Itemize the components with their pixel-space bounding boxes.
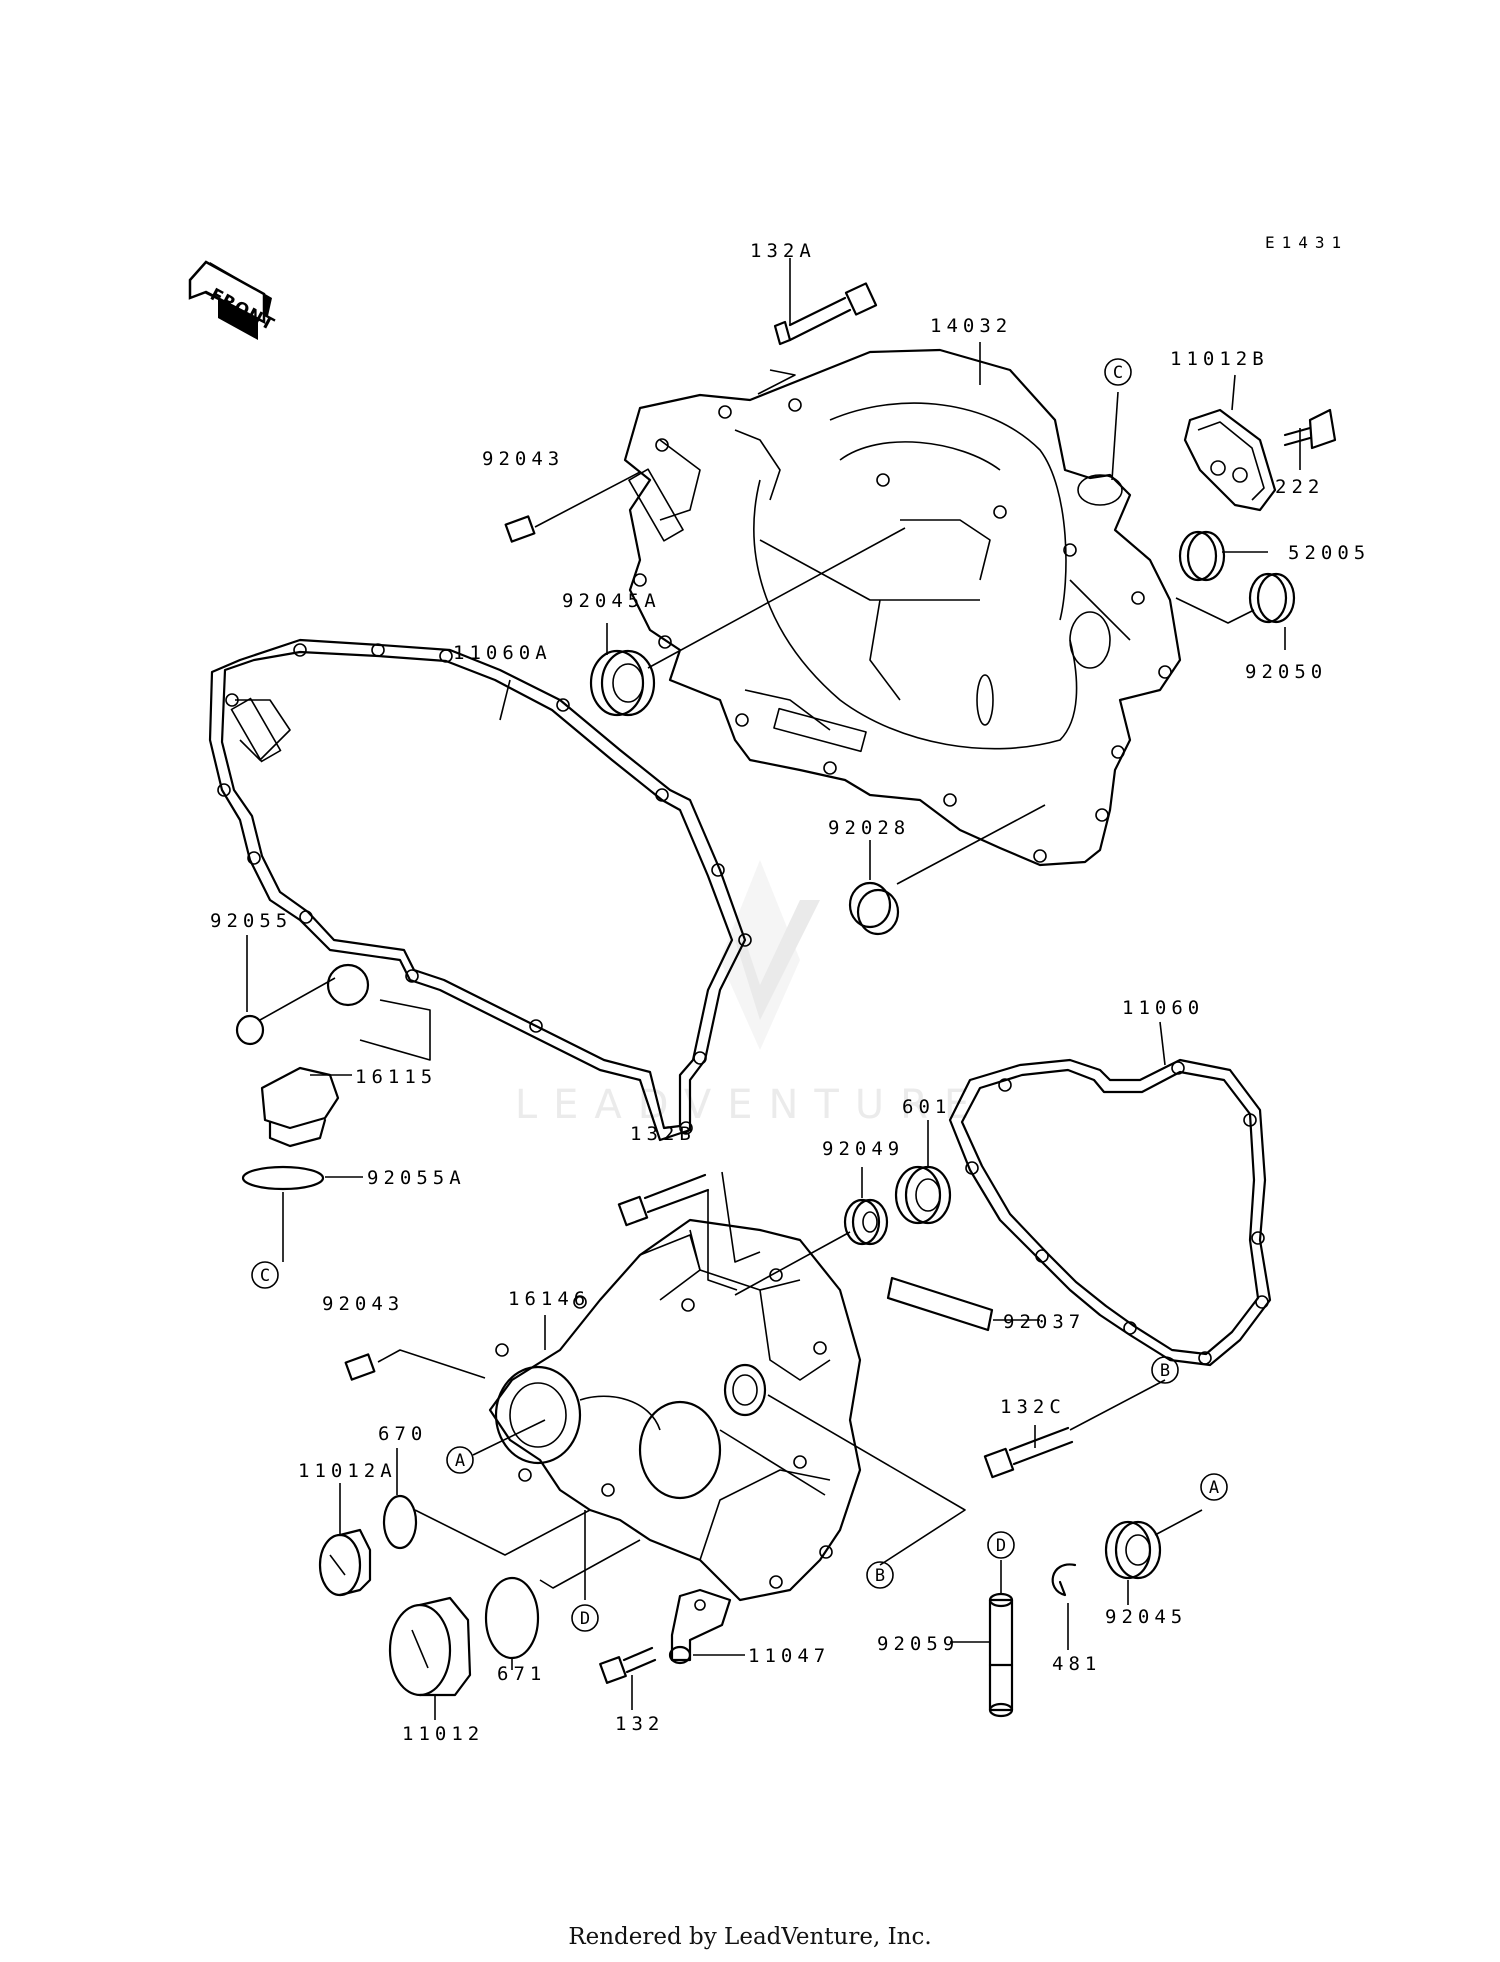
label-11012: 11012 — [402, 1723, 484, 1745]
collar-92050 — [1248, 572, 1296, 624]
dowel-pin-92043-top — [504, 515, 536, 543]
ref-c-top: C — [1113, 363, 1123, 383]
water-pump-cover-16146 — [488, 1218, 862, 1602]
label-16115: 16115 — [355, 1066, 437, 1088]
bushing-92028 — [848, 881, 900, 936]
label-92055: 92055 — [210, 910, 292, 932]
oil-seal-92049 — [843, 1198, 889, 1246]
label-670: 670 — [378, 1423, 427, 1445]
label-132B: 132B — [630, 1123, 696, 1145]
ref-d-left: D — [580, 1609, 590, 1629]
label-11047: 11047 — [748, 1645, 830, 1667]
watermark-logo: LEADVENTURE — [515, 860, 985, 1128]
ref-c-left: C — [260, 1266, 270, 1286]
circlip-481 — [1051, 1563, 1077, 1597]
bolt-132A — [773, 282, 878, 346]
front-arrow-icon: FRONT — [188, 260, 278, 340]
label-11060: 11060 — [1122, 997, 1204, 1019]
label-16146: 16146 — [508, 1288, 590, 1310]
label-92037: 92037 — [1003, 1311, 1085, 1333]
cap-11012B — [1183, 408, 1277, 512]
label-92045: 92045 — [1105, 1606, 1187, 1628]
label-92043-top: 92043 — [482, 448, 564, 470]
label-132A: 132A — [750, 240, 816, 262]
dowel-pin-92043-bottom — [344, 1353, 376, 1381]
plate-92037 — [886, 1276, 994, 1332]
ref-d-right: D — [996, 1536, 1006, 1556]
label-92055A: 92055A — [367, 1167, 466, 1189]
o-ring-92055 — [235, 1014, 265, 1046]
bearing-92045 — [1104, 1520, 1162, 1580]
footer-credit: Rendered by LeadVenture, Inc. — [568, 1924, 932, 1950]
plug-11012A — [318, 1528, 372, 1597]
o-ring-670 — [382, 1494, 418, 1550]
label-14032: 14032 — [930, 315, 1012, 337]
ref-a-left: A — [455, 1451, 465, 1471]
ref-a-right: A — [1209, 1478, 1219, 1498]
label-52005: 52005 — [1288, 542, 1370, 564]
label-671: 671 — [497, 1663, 546, 1685]
bearing-92045A — [589, 649, 656, 717]
reference-markers: C C B B A A D D — [251, 358, 1228, 1632]
gasket-11060 — [948, 1058, 1272, 1367]
filler-cap-16115 — [260, 1066, 340, 1148]
part-labels: 132A 14032 11012B 222 92043 52005 92050 … — [210, 240, 1370, 1745]
label-481: 481 — [1052, 1653, 1101, 1675]
label-92050: 92050 — [1245, 661, 1327, 683]
label-132C: 132C — [1000, 1396, 1066, 1418]
label-11012B: 11012B — [1170, 348, 1269, 370]
label-601: 601 — [902, 1096, 951, 1118]
label-11012A: 11012A — [298, 1460, 397, 1482]
bracket-11047 — [668, 1588, 732, 1665]
label-92045A: 92045A — [562, 590, 661, 612]
ref-b-right: B — [1160, 1361, 1170, 1381]
screw-222 — [1283, 408, 1337, 450]
bearing-601 — [894, 1165, 952, 1225]
watermark-text: LEADVENTURE — [515, 1082, 985, 1128]
label-222: 222 — [1275, 476, 1324, 498]
plug-11012 — [388, 1596, 472, 1697]
bolt-132B — [617, 1173, 710, 1227]
label-132: 132 — [615, 1713, 664, 1735]
gasket-11060A — [208, 638, 752, 1142]
label-92043-bottom: 92043 — [322, 1293, 404, 1315]
o-ring-671 — [484, 1576, 540, 1660]
oil-seal-52005 — [1178, 530, 1226, 582]
bolt-132C — [983, 1426, 1074, 1479]
label-92028: 92028 — [828, 817, 910, 839]
leader-lines — [246, 258, 1301, 1720]
shaft-92059 — [988, 1592, 1014, 1718]
label-11060A: 11060A — [453, 642, 552, 664]
label-92059: 92059 — [877, 1633, 959, 1655]
o-ring-92055A — [241, 1165, 325, 1191]
label-92049: 92049 — [822, 1138, 904, 1160]
ref-b-bottom: B — [875, 1566, 885, 1586]
bolt-132 — [599, 1646, 657, 1684]
diagram-code: E1431 — [1265, 233, 1348, 252]
clutch-cover-14032 — [623, 348, 1182, 867]
